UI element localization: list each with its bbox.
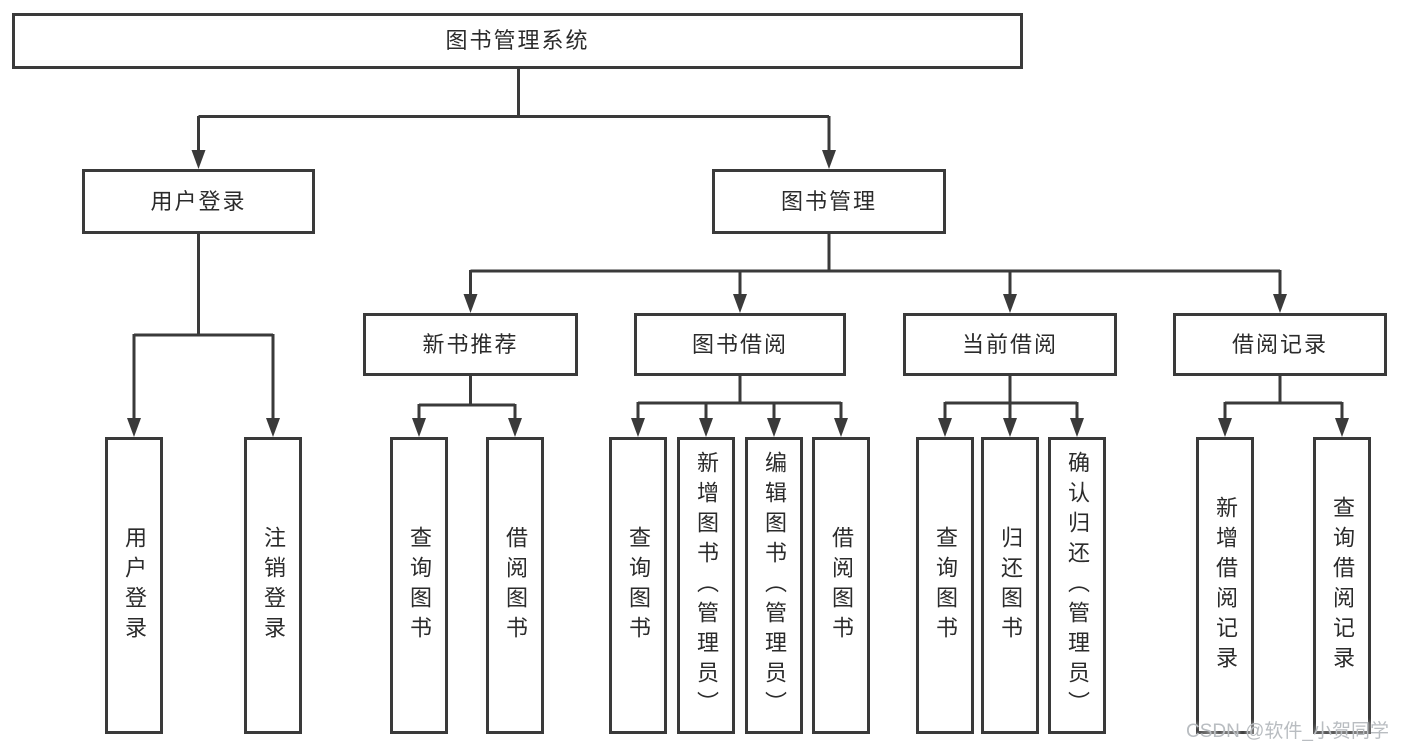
- node-label: 新增借阅记录: [1213, 495, 1238, 676]
- leaf-query-books: 查询图书: [916, 437, 974, 734]
- leaf-confirm-return-admin: 确认归还（管理员）: [1048, 437, 1106, 734]
- node-borrow-records: 借阅记录: [1173, 313, 1387, 376]
- arrowheads: [127, 150, 1349, 437]
- leaf-query-borrow-record: 查询借阅记录: [1313, 437, 1371, 734]
- node-label: 查询图书: [407, 525, 432, 646]
- node-label: 归还图书: [998, 525, 1023, 646]
- node-label: 查询借阅记录: [1330, 495, 1355, 676]
- leaf-borrow-books: 借阅图书: [486, 437, 544, 734]
- leaf-borrow-books: 借阅图书: [812, 437, 870, 734]
- node-label: 借阅记录: [1231, 331, 1328, 357]
- node-label: 用户登录: [122, 525, 147, 646]
- leaf-edit-books-admin: 编辑图书（管理员）: [745, 437, 803, 734]
- node-label: 当前借阅: [961, 331, 1058, 357]
- node-label: 确认归还（管理员）: [1065, 450, 1090, 721]
- leaf-logout: 注销登录: [244, 437, 302, 734]
- node-book-borrow: 图书借阅: [634, 313, 846, 376]
- leaf-add-books-admin: 新增图书（管理员）: [677, 437, 735, 734]
- node-label: 查询图书: [626, 525, 651, 646]
- node-label: 图书管理: [780, 188, 877, 214]
- leaf-user-login: 用户登录: [105, 437, 163, 734]
- leaf-add-borrow-record: 新增借阅记录: [1196, 437, 1254, 734]
- node-label: 借阅图书: [503, 525, 528, 646]
- node-book-management: 图书管理: [712, 169, 946, 234]
- leaf-return-books: 归还图书: [981, 437, 1039, 734]
- node-label: 新增图书（管理员）: [694, 450, 719, 721]
- node-user-login: 用户登录: [82, 169, 315, 234]
- leaf-query-books: 查询图书: [390, 437, 448, 734]
- watermark: CSDN @软件_小贺同学: [1186, 721, 1389, 742]
- node-label: 编辑图书（管理员）: [762, 450, 787, 721]
- node-label: 注销登录: [261, 525, 286, 646]
- node-label: 借阅图书: [829, 525, 854, 646]
- node-label: 新书推荐: [422, 331, 519, 357]
- leaf-query-books: 查询图书: [609, 437, 667, 734]
- node-current-borrow: 当前借阅: [903, 313, 1117, 376]
- node-label: 图书借阅: [691, 331, 788, 357]
- node-library-system: 图书管理系统: [12, 13, 1023, 69]
- node-label: 图书管理系统: [445, 28, 590, 53]
- connector-paths: [132, 68, 1344, 421]
- node-new-book-recommend: 新书推荐: [363, 313, 578, 376]
- node-label: 查询图书: [933, 525, 958, 646]
- node-label: 用户登录: [150, 188, 247, 214]
